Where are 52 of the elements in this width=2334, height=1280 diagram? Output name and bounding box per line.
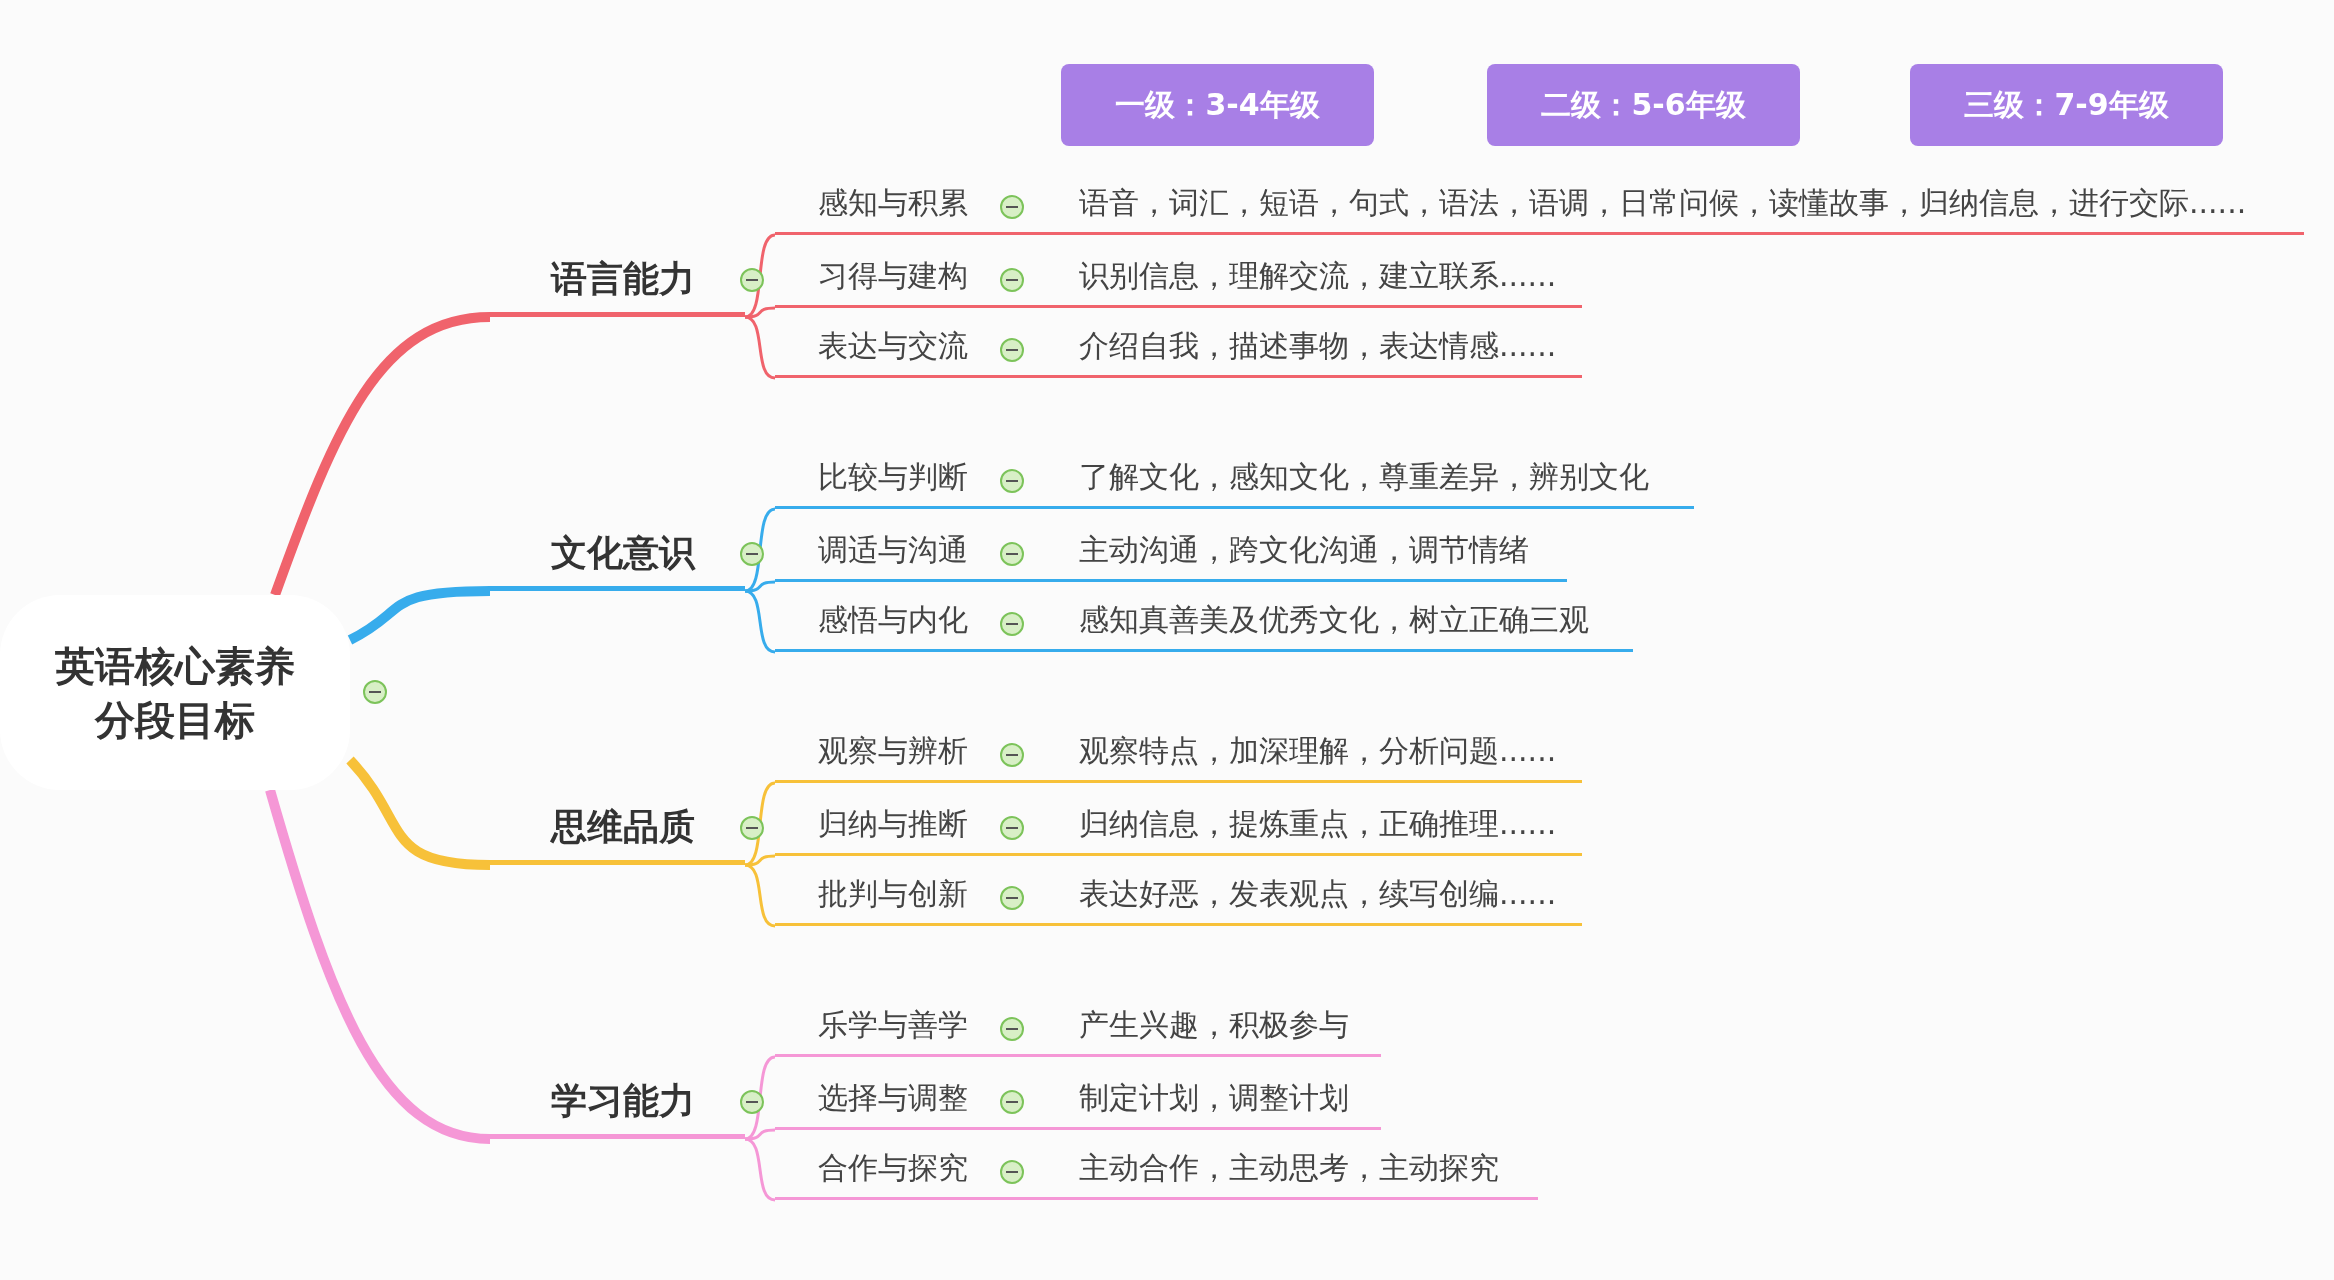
branch-line bbox=[990, 375, 1060, 378]
branch-line bbox=[990, 232, 1060, 235]
branch-line bbox=[990, 780, 1060, 783]
branch-line bbox=[990, 1127, 1060, 1130]
branch-line bbox=[265, 788, 491, 1144]
branch-line bbox=[744, 306, 776, 319]
branch-line bbox=[990, 853, 1060, 856]
topic-detail: 识别信息，理解交流，建立联系...... bbox=[1060, 248, 1582, 308]
branch-line bbox=[990, 1054, 1060, 1057]
topic-detail: 归纳信息，提炼重点，正确推理...... bbox=[1060, 796, 1582, 856]
branch-line bbox=[990, 649, 1060, 652]
branch-line bbox=[990, 923, 1060, 926]
subtopic: 习得与建构 bbox=[775, 248, 990, 308]
branch-line bbox=[270, 312, 491, 597]
branch-line bbox=[744, 863, 776, 928]
subtopic: 比较与判断 bbox=[775, 449, 990, 509]
subtopic: 表达与交流 bbox=[775, 318, 990, 378]
branch-line bbox=[990, 579, 1060, 582]
branch-line bbox=[990, 506, 1060, 509]
topic-detail: 语音，词汇，短语，句式，语法，语调，日常问候，读懂故事，归纳信息，进行交际...... bbox=[1060, 175, 2304, 235]
branch-line bbox=[744, 580, 776, 593]
topic-detail: 介绍自我，描述事物，表达情感...... bbox=[1060, 318, 1582, 378]
subtopic: 观察与辨析 bbox=[775, 723, 990, 783]
level-header-box: 二级：5-6年级 bbox=[1487, 64, 1800, 146]
level-header-box: 三级：7-9年级 bbox=[1910, 64, 2223, 146]
branch-line bbox=[990, 305, 1060, 308]
subtopic: 批判与创新 bbox=[775, 866, 990, 926]
topic-detail: 产生兴趣，积极参与 bbox=[1060, 997, 1381, 1057]
branch-line bbox=[990, 1197, 1060, 1200]
branch-line bbox=[744, 1137, 776, 1202]
branch-line bbox=[744, 1128, 776, 1141]
branch-line bbox=[347, 586, 491, 645]
topic-detail: 感知真善美及优秀文化，树立正确三观 bbox=[1060, 592, 1633, 652]
branch-line bbox=[744, 315, 776, 380]
topic-detail: 观察特点，加深理解，分析问题...... bbox=[1060, 723, 1582, 783]
level-header-box: 一级：3-4年级 bbox=[1061, 64, 1374, 146]
subtopic: 归纳与推断 bbox=[775, 796, 990, 856]
central-topic-box: 英语核心素养分段目标 bbox=[0, 595, 350, 790]
subtopic: 调适与沟通 bbox=[775, 522, 990, 582]
subtopic: 感悟与内化 bbox=[775, 592, 990, 652]
topic-detail: 主动沟通，跨文化沟通，调节情绪 bbox=[1060, 522, 1567, 582]
topic-detail: 表达好恶，发表观点，续写创编...... bbox=[1060, 866, 1582, 926]
branch-line bbox=[346, 756, 491, 870]
branch-line bbox=[744, 589, 776, 654]
branch-line bbox=[744, 854, 776, 867]
subtopic: 选择与调整 bbox=[775, 1070, 990, 1130]
topic-detail: 制定计划，调整计划 bbox=[1060, 1070, 1381, 1130]
subtopic: 合作与探究 bbox=[775, 1140, 990, 1200]
topic-detail: 主动合作，主动思考，主动探究 bbox=[1060, 1140, 1538, 1200]
subtopic: 乐学与善学 bbox=[775, 997, 990, 1057]
topic-detail: 了解文化，感知文化，尊重差异，辨别文化 bbox=[1060, 449, 1694, 509]
subtopic: 感知与积累 bbox=[775, 175, 990, 235]
